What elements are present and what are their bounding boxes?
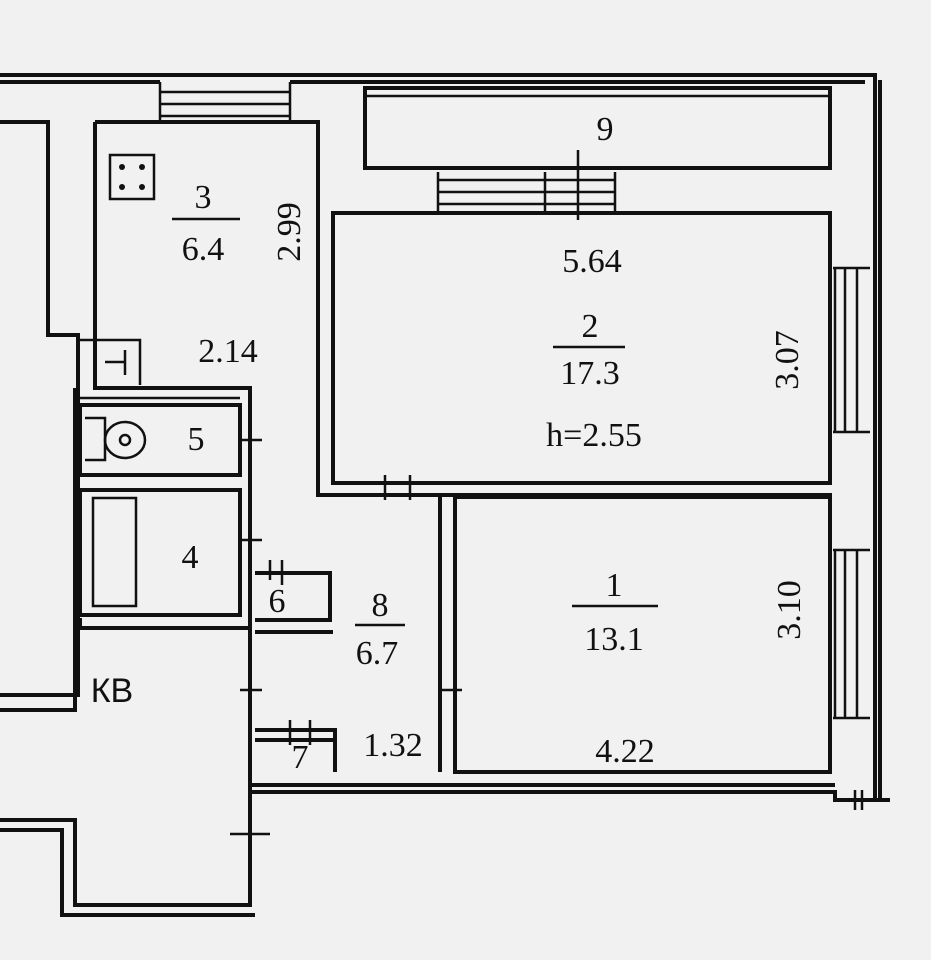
bedroom-width: 3.10	[771, 580, 808, 640]
closet-6-number: 6	[269, 583, 286, 620]
toilet-number: 5	[188, 421, 205, 458]
hall-number: 8	[372, 587, 389, 624]
bedroom-number: 1	[606, 567, 623, 604]
bedroom-length: 4.22	[595, 733, 655, 770]
living-room-width: 3.07	[769, 330, 806, 390]
bedroom-area: 13.1	[584, 621, 644, 658]
balcony-number: 9	[597, 111, 614, 148]
walls	[0, 73, 890, 917]
living-room-length: 5.64	[562, 243, 622, 280]
corridor-label: КВ	[91, 672, 133, 710]
bathroom-number: 4	[182, 539, 199, 576]
kitchen-length: 2.14	[198, 333, 258, 370]
hall-width: 1.32	[363, 727, 423, 764]
hall-area: 6.7	[356, 635, 399, 672]
stove-icon	[108, 153, 156, 201]
room-labels: 9 3 6.4 2.99 2.14 5.64 2 17.3 h=2.55 3.0…	[91, 111, 808, 776]
kitchen-width: 2.99	[271, 202, 308, 262]
living-room-height: h=2.55	[546, 417, 642, 454]
living-room-number: 2	[582, 308, 599, 345]
kitchen-number: 3	[195, 179, 212, 216]
closet-7-number: 7	[292, 739, 309, 776]
living-room-area: 17.3	[560, 355, 620, 392]
kitchen-area: 6.4	[182, 231, 225, 268]
